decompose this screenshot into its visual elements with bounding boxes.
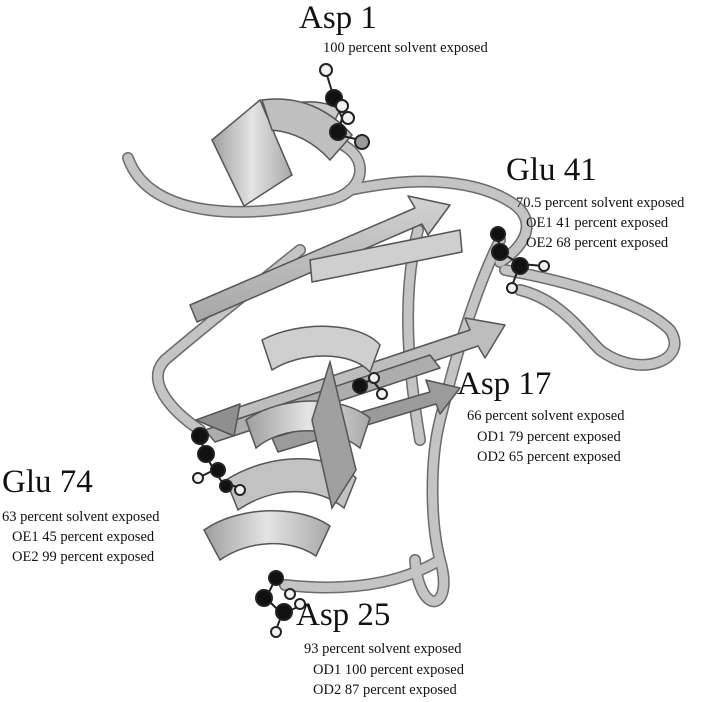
- helix-center: [203, 325, 381, 562]
- glu74-title: Glu 74: [2, 464, 93, 500]
- glu74-line-1: 63 percent solvent exposed: [2, 509, 160, 525]
- asp1-title: Asp 1: [299, 0, 377, 36]
- asp25-sidechain: [255, 570, 306, 638]
- glu41-sidechain: [490, 226, 550, 294]
- glu41-line-3: OE2 68 percent exposed: [526, 235, 669, 251]
- asp17-title: Asp 17: [457, 366, 552, 402]
- asp25-line-2: OD1 100 percent exposed: [313, 662, 464, 678]
- glu41-line-1: 70.5 percent solvent exposed: [516, 195, 685, 211]
- glu74-sidechain: [191, 427, 246, 496]
- asp25-line-1: 93 percent solvent exposed: [304, 641, 462, 657]
- asp17-line-2: OD1 79 percent exposed: [477, 429, 621, 445]
- glu74-line-3: OE2 99 percent exposed: [12, 549, 155, 565]
- glu74-line-2: OE1 45 percent exposed: [12, 529, 155, 545]
- asp25-title: Asp 25: [296, 597, 391, 633]
- asp17-line-1: 66 percent solvent exposed: [467, 408, 625, 424]
- asp1-sidechain: [319, 63, 370, 150]
- glu41-title: Glu 41: [506, 152, 597, 188]
- asp17-line-3: OD2 65 percent exposed: [477, 449, 621, 465]
- asp25-line-3: OD2 87 percent exposed: [313, 682, 457, 698]
- asp1-line-1: 100 percent solvent exposed: [323, 40, 488, 56]
- helix-top: [211, 98, 353, 208]
- asp17-sidechain: [352, 372, 388, 400]
- glu41-line-2: OE1 41 percent exposed: [526, 215, 669, 231]
